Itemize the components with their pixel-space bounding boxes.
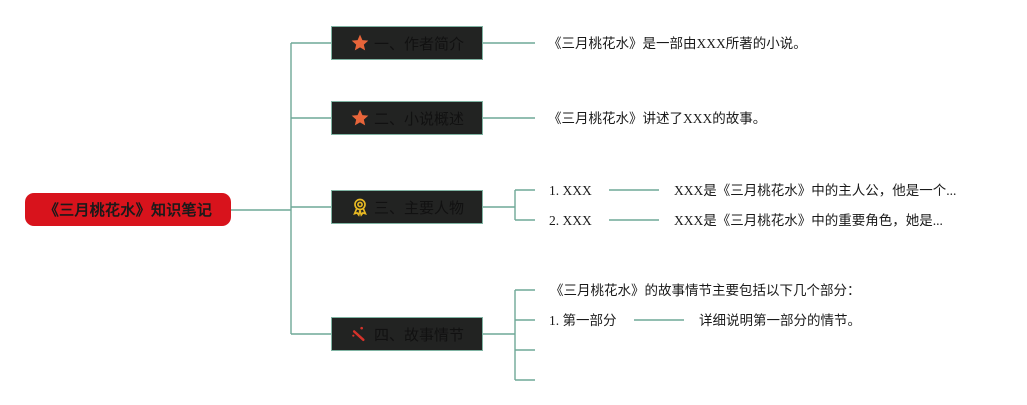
branch-label: 三、主要人物 xyxy=(373,198,464,217)
character-desc-1: XXX是《三月桃花水》中的主人公，他是一个... xyxy=(674,183,957,198)
branch-main-characters[interactable]: 三、主要人物 xyxy=(331,190,483,224)
root-node[interactable]: 《三月桃花水》知识笔记 xyxy=(25,193,231,226)
note-overview: 《三月桃花水》讲述了XXX的故事。 xyxy=(548,111,767,126)
star-icon xyxy=(350,33,370,53)
connector-chars xyxy=(483,189,535,221)
note-author: 《三月桃花水》是一部由XXX所著的小说。 xyxy=(548,36,807,51)
star-icon xyxy=(350,108,370,128)
branch-novel-overview[interactable]: 二、小说概述 xyxy=(331,101,483,135)
branch-author-intro[interactable]: 一、作者简介 xyxy=(331,26,483,60)
award-icon xyxy=(350,197,370,217)
plot-part-desc-1: 详细说明第一部分的情节。 xyxy=(699,313,861,328)
branch-label: 二、小说概述 xyxy=(373,109,464,128)
branch-label: 四、故事情节 xyxy=(373,325,464,344)
character-name-2: 2. XXX xyxy=(549,213,592,228)
root-title: 《三月桃花水》知识笔记 xyxy=(43,201,213,219)
character-desc-2: XXX是《三月桃花水》中的重要角色，她是... xyxy=(674,213,943,228)
plot-intro: 《三月桃花水》的故事情节主要包括以下几个部分： xyxy=(550,283,861,298)
character-name-1: 1. XXX xyxy=(549,183,592,198)
connector-plot xyxy=(483,289,535,381)
branch-plot[interactable]: 四、故事情节 xyxy=(331,317,483,351)
branch-label: 一、作者简介 xyxy=(373,34,464,53)
magic-wand-icon xyxy=(350,324,370,344)
plot-part-name-1: 1. 第一部分 xyxy=(549,313,617,328)
